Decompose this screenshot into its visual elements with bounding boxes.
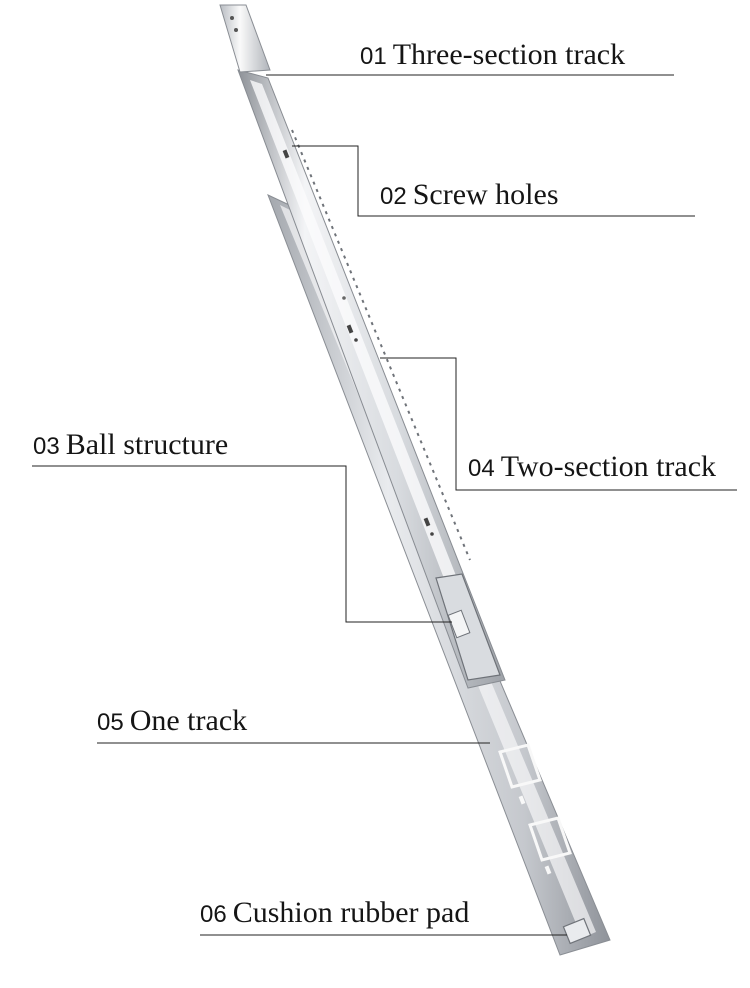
- callout-label: Three-section track: [392, 38, 626, 71]
- callout-label: Two-section track: [500, 450, 717, 483]
- callout-label: Ball structure: [65, 428, 229, 461]
- callout-label: Screw holes: [412, 178, 559, 211]
- callout-number: 06: [200, 901, 227, 928]
- leader-line-03: [32, 465, 452, 623]
- callout-number: 02: [380, 183, 407, 210]
- callout-number: 03: [33, 433, 60, 460]
- screw-holes: [282, 149, 434, 536]
- leader-lines: [32, 74, 737, 936]
- leader-line-02: [292, 145, 695, 217]
- callout-label: Cushion rubber pad: [232, 896, 470, 929]
- ball-retainer: [435, 573, 501, 681]
- leader-line-04: [380, 357, 737, 491]
- callout-number: 05: [97, 709, 124, 736]
- inner-rail: [219, 4, 271, 73]
- outer-rail-holes: [498, 743, 572, 875]
- middle-rail: [237, 69, 506, 689]
- ball-strip: [291, 129, 471, 561]
- callout-number: 01: [360, 43, 387, 70]
- callout-label: One track: [129, 704, 248, 737]
- callout-number: 04: [468, 455, 495, 482]
